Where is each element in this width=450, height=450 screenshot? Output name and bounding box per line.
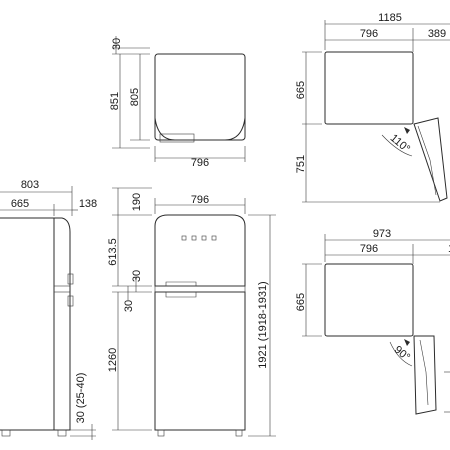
door110-door: [413, 117, 448, 202]
side-view-foot-front: [57, 429, 67, 437]
front-view-freezer-door: [154, 214, 246, 287]
front-view-total-height-label: 1921 (1918-1931): [257, 281, 269, 368]
side-view: 803 665 138 30 (25-40): [0, 179, 97, 440]
front-view: 796 190 613.5 30 30 1260 1921 (1918-1931…: [107, 187, 276, 437]
side-view-door-label: 138: [79, 198, 97, 210]
side-view-upper-hinge: [67, 273, 74, 285]
door90-angle-label: 90°: [392, 344, 412, 364]
door110-swing-label: 389: [428, 28, 446, 40]
door90-body: [324, 263, 414, 337]
door90-depth-body-label: 665: [295, 293, 307, 311]
door90-overall-label: 973: [373, 228, 391, 240]
door110-depth-body-label: 665: [295, 81, 307, 99]
side-view-lower-hinge: [67, 295, 74, 307]
front-view-fridge-handle: [165, 291, 197, 298]
top-view-door-110: 110° 1185 796 389 665 751: [295, 12, 450, 203]
door110-door-inner: [417, 125, 437, 196]
door110-width-label: 796: [360, 28, 378, 40]
front-view-freezer-handle: [165, 281, 197, 287]
top-view-handle: [159, 133, 195, 143]
side-view-depth-body-label: 665: [11, 198, 29, 210]
front-view-width-label: 796: [191, 194, 209, 206]
door90-door-label: 1: [448, 243, 450, 255]
door110-door-depth-label: 751: [295, 155, 307, 173]
side-view-feet-label: 30 (25-40): [75, 373, 87, 424]
top-view-door-90: 90° 973 796 1 665: [295, 228, 450, 415]
front-view-gap: [154, 285, 246, 293]
side-view-foot-rear: [1, 429, 11, 437]
top-view-depth-total-label: 851: [109, 92, 121, 110]
top-view: 30 851 805 796: [109, 36, 246, 169]
door90-angle-arc: [389, 341, 413, 367]
door90-door-inner: [419, 339, 429, 406]
front-view-gap-upper-label: 30: [131, 270, 143, 282]
side-view-body: [0, 217, 55, 431]
top-view-gap-label: 30: [111, 38, 123, 50]
door90-door: [413, 335, 437, 415]
front-view-freezer-height-label: 613.5: [107, 238, 119, 266]
front-view-gap-lower-label: 30: [123, 300, 135, 312]
front-view-fridge-height-label: 1260: [107, 348, 119, 372]
front-view-logo: [181, 235, 187, 241]
top-view-body: [154, 53, 246, 141]
front-view-fridge-door: [154, 291, 246, 431]
top-view-depth-body-label: 805: [129, 88, 141, 106]
door110-overall-label: 1185: [378, 12, 402, 24]
top-view-door-edge: [154, 117, 246, 141]
door110-angle-arc: [381, 134, 413, 157]
side-view-door: [53, 217, 71, 431]
door90-width-label: 796: [360, 243, 378, 255]
door110-angle-label: 110°: [388, 132, 413, 155]
top-view-width-label: 796: [191, 157, 209, 169]
door110-body: [324, 51, 414, 125]
front-view-top-label: 190: [131, 193, 143, 211]
side-view-depth-total-label: 803: [21, 179, 39, 191]
